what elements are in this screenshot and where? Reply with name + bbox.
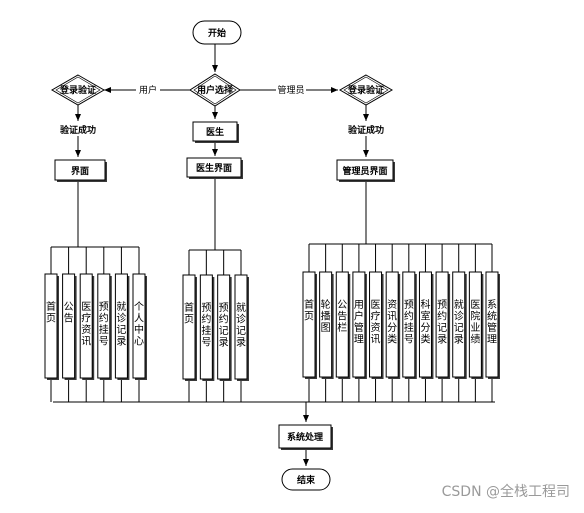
- module-box: [62, 273, 76, 379]
- module-box: [44, 273, 58, 379]
- verify-left-label: 验证成功: [60, 124, 96, 136]
- edge-label-user: 用户: [139, 84, 157, 96]
- module-box: [79, 273, 93, 379]
- module-label: 预约挂号: [99, 301, 109, 348]
- doctor-box: 医生: [192, 121, 239, 143]
- module-box: [217, 274, 231, 380]
- end-label: 结束: [297, 474, 316, 486]
- ui-user-box: 界面: [54, 159, 107, 182]
- module-label: 预约挂号: [404, 299, 414, 346]
- module-box: [182, 274, 196, 380]
- module-label: 医疗资讯: [81, 301, 91, 348]
- module-label: 系统管理: [487, 299, 497, 346]
- module-box: [468, 271, 482, 378]
- module-box: [369, 271, 383, 378]
- module-box: [485, 271, 499, 378]
- module-box: [335, 271, 349, 378]
- module-label: 就诊记录: [236, 301, 246, 349]
- ui-doctor-label: 医生界面: [196, 162, 232, 174]
- verify-right-label: 验证成功: [348, 124, 384, 136]
- login-left-decision: 登录验证: [50, 74, 106, 106]
- user-choice-decision: 用户选择: [189, 73, 241, 107]
- module-box: [132, 273, 146, 379]
- module-box: [97, 273, 111, 379]
- edge-label-admin: 管理员: [277, 84, 304, 96]
- module-box: [418, 271, 432, 378]
- watermark: CSDN @全栈工程司: [442, 483, 570, 500]
- system-label: 系统处理: [287, 431, 323, 443]
- module-box: [199, 274, 213, 380]
- module-label: 首页: [46, 300, 56, 325]
- login-right-decision: 登录验证: [338, 74, 394, 106]
- ui-doctor-box: 医生界面: [186, 157, 243, 179]
- module-label: 科室分类: [420, 298, 430, 346]
- connectors: [53, 44, 495, 466]
- ui-admin-label: 管理员界面: [342, 165, 387, 177]
- module-label: 医院业绩: [470, 299, 480, 346]
- end-node: 结束: [281, 468, 331, 491]
- admin-modules-group: 首页轮播图公告栏用户管理医疗资讯资讯分类预约挂号科室分类预约记录就诊记录医院业绩…: [302, 243, 500, 402]
- module-box: [319, 271, 333, 378]
- module-label: 个人中心: [134, 301, 144, 348]
- module-label: 公告栏: [337, 300, 347, 334]
- module-box: [452, 271, 466, 378]
- module-box: [114, 273, 128, 379]
- module-box: [302, 271, 316, 378]
- module-box: [352, 271, 366, 378]
- module-label: 就诊记录: [116, 300, 126, 348]
- user-choice-label: 用户选择: [196, 84, 234, 96]
- module-label: 首页: [304, 298, 314, 323]
- ui-admin-box: 管理员界面: [336, 159, 395, 182]
- doctor-label: 医生: [206, 126, 224, 138]
- module-label: 预约记录: [219, 302, 229, 349]
- module-label: 用户管理: [354, 300, 364, 346]
- module-label: 资讯分类: [387, 299, 397, 346]
- start-node: 开始: [192, 20, 242, 45]
- module-label: 医疗资讯: [371, 299, 381, 346]
- login-right-label: 登录验证: [347, 84, 384, 96]
- module-box: [234, 274, 248, 380]
- module-box: [385, 271, 399, 378]
- module-label: 就诊记录: [454, 298, 464, 346]
- module-label: 预约记录: [437, 299, 447, 346]
- module-box: [435, 271, 449, 378]
- module-label: 预约挂号: [201, 302, 211, 349]
- module-label: 公告: [64, 302, 74, 325]
- ui-user-label: 界面: [71, 166, 89, 177]
- module-label: 轮播图: [321, 298, 331, 334]
- module-label: 首页: [184, 301, 194, 326]
- start-label: 开始: [208, 27, 226, 39]
- login-left-label: 登录验证: [59, 84, 96, 96]
- system-box: 系统处理: [278, 424, 333, 450]
- module-box: [402, 271, 416, 378]
